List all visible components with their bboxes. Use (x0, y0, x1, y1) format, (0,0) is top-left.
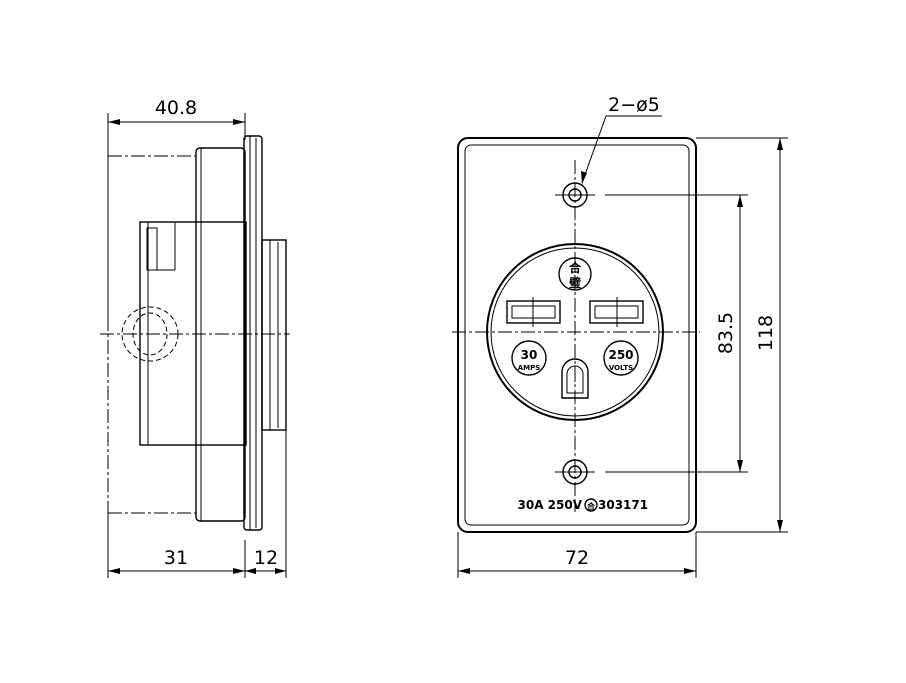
volts-rating-unit: VOLTS (609, 364, 633, 372)
dim-plate-depth-label: 12 (254, 547, 278, 569)
screw-hole-bottom (555, 459, 595, 485)
bottom-marking-logo: 合 (586, 501, 596, 511)
slot-right (589, 297, 644, 327)
dim-width: 72 (457, 532, 697, 578)
bottom-marking-text: 30A 250V (518, 498, 583, 512)
dim-plate-depth: 12 (245, 430, 287, 578)
top-mark-line2: 璧 (569, 275, 581, 290)
socket-face (486, 243, 664, 421)
dim-height: 118 (696, 137, 788, 533)
dim-body-depth-label: 31 (164, 547, 188, 569)
volts-rating-value: 250 (608, 348, 633, 362)
dim-total-depth-label: 40.8 (155, 97, 197, 119)
dim-hole-spacing: 83.5 (605, 194, 748, 473)
side-view: 40.8 (100, 97, 290, 578)
socket-face-side (261, 239, 287, 431)
dim-height-label: 118 (755, 315, 777, 351)
dim-total-depth: 40.8 (107, 97, 246, 330)
top-mark: 合 璧 (558, 257, 592, 291)
ground-slot (561, 358, 589, 399)
volts-rating-badge: 250 VOLTS (603, 340, 639, 376)
front-view: 2−ø5 合 璧 (452, 94, 788, 578)
dim-body-depth: 31 (107, 513, 246, 578)
bottom-marking: 30A 250V 合 303171 (518, 498, 649, 512)
dim-width-label: 72 (565, 547, 589, 569)
dim-hole-callout: 2−ø5 (581, 94, 662, 184)
dim-hole-label: 2−ø5 (608, 94, 660, 116)
top-mark-line1: 合 (569, 260, 582, 275)
bottom-marking-code: 303171 (598, 498, 648, 512)
slot-left (506, 297, 561, 327)
amps-rating-unit: AMPS (518, 364, 541, 372)
amps-rating-badge: 30 AMPS (511, 340, 547, 376)
cover-plate (457, 137, 697, 533)
amps-rating-value: 30 (521, 348, 538, 362)
screw-hole-top (555, 182, 595, 208)
dim-hole-spacing-label: 83.5 (715, 312, 737, 354)
